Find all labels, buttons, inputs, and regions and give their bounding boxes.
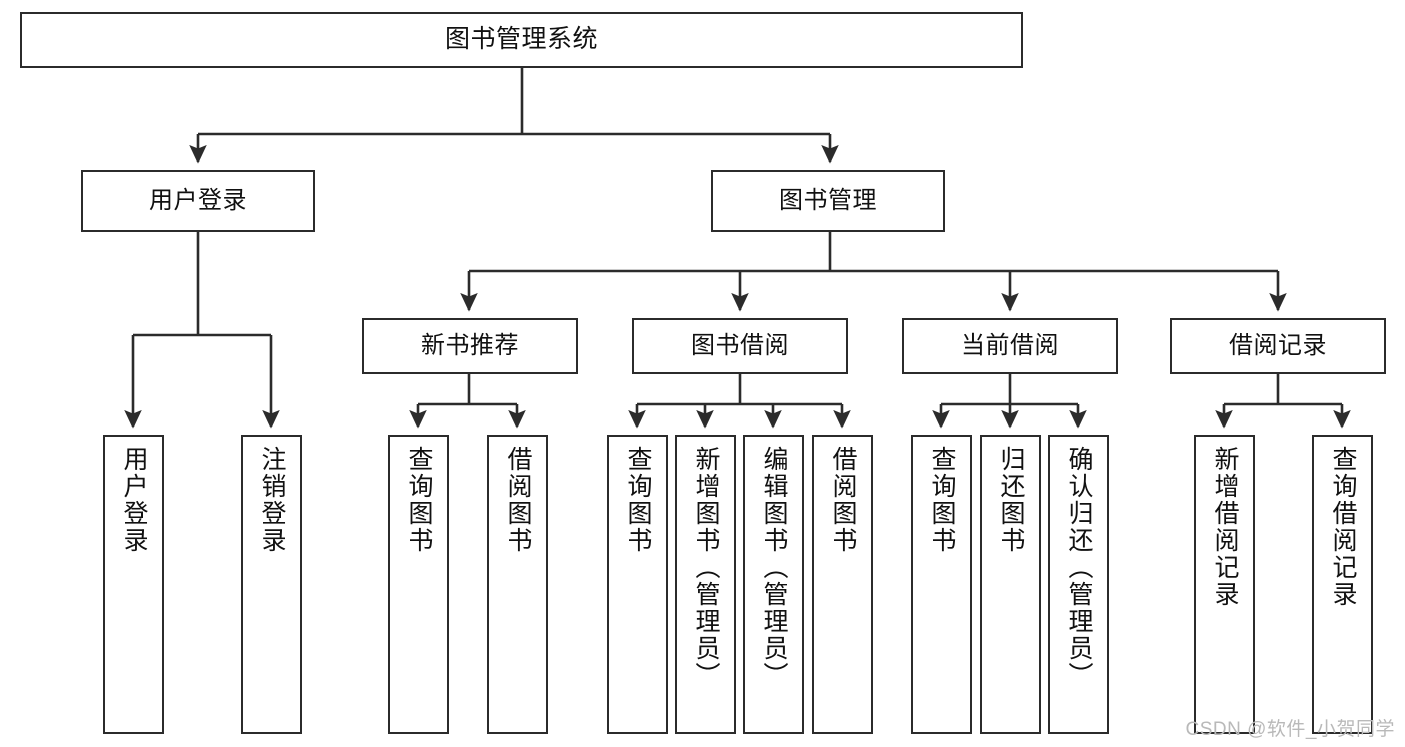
leaf-borrow-book-newbook[interactable]: 借阅图书: [487, 435, 548, 734]
node-book-management[interactable]: 图书管理: [711, 170, 945, 232]
node-new-book-recommendation[interactable]: 新书推荐: [362, 318, 578, 374]
leaf-add-borrow-record[interactable]: 新增借阅记录: [1194, 435, 1255, 734]
node-label: 查询图书: [405, 446, 433, 554]
node-label: 当前借阅: [961, 331, 1059, 359]
node-label: 用户登录: [149, 186, 247, 214]
node-label: 编辑图书（管理员）: [760, 446, 788, 689]
leaf-logout[interactable]: 注销登录: [241, 435, 302, 734]
node-root-book-management-system[interactable]: 图书管理系统: [20, 12, 1023, 68]
node-label: 借阅图书: [829, 446, 857, 554]
leaf-edit-book-admin[interactable]: 编辑图书（管理员）: [743, 435, 804, 734]
leaf-return-book[interactable]: 归还图书: [980, 435, 1041, 734]
node-label: 新增图书（管理员）: [692, 446, 720, 689]
node-label: 新书推荐: [421, 331, 519, 359]
node-user-login[interactable]: 用户登录: [81, 170, 315, 232]
node-label: 归还图书: [997, 446, 1025, 554]
node-label: 查询借阅记录: [1329, 446, 1357, 608]
node-borrowing-records[interactable]: 借阅记录: [1170, 318, 1386, 374]
leaf-confirm-return-admin[interactable]: 确认归还（管理员）: [1048, 435, 1109, 734]
node-label: 借阅记录: [1229, 331, 1327, 359]
node-label: 查询图书: [624, 446, 652, 554]
node-label: 图书管理系统: [444, 25, 598, 54]
node-label: 新增借阅记录: [1211, 446, 1239, 608]
leaf-query-borrow-record[interactable]: 查询借阅记录: [1312, 435, 1373, 734]
leaf-query-book-borrow[interactable]: 查询图书: [607, 435, 668, 734]
leaf-borrow-book[interactable]: 借阅图书: [812, 435, 873, 734]
node-label: 图书管理: [779, 186, 877, 214]
node-label: 借阅图书: [504, 446, 532, 554]
node-label: 注销登录: [258, 446, 286, 554]
node-current-borrowing[interactable]: 当前借阅: [902, 318, 1118, 374]
node-label: 确认归还（管理员）: [1065, 446, 1093, 689]
csdn-watermark: CSDN @软件_小贺同学: [1185, 719, 1395, 740]
leaf-user-login[interactable]: 用户登录: [103, 435, 164, 734]
leaf-query-book-newbook[interactable]: 查询图书: [388, 435, 449, 734]
node-label: 查询图书: [928, 446, 956, 554]
node-book-borrowing[interactable]: 图书借阅: [632, 318, 848, 374]
leaf-add-book-admin[interactable]: 新增图书（管理员）: [675, 435, 736, 734]
node-label: 用户登录: [120, 446, 148, 554]
leaf-query-book-current[interactable]: 查询图书: [911, 435, 972, 734]
node-label: 图书借阅: [691, 331, 789, 359]
